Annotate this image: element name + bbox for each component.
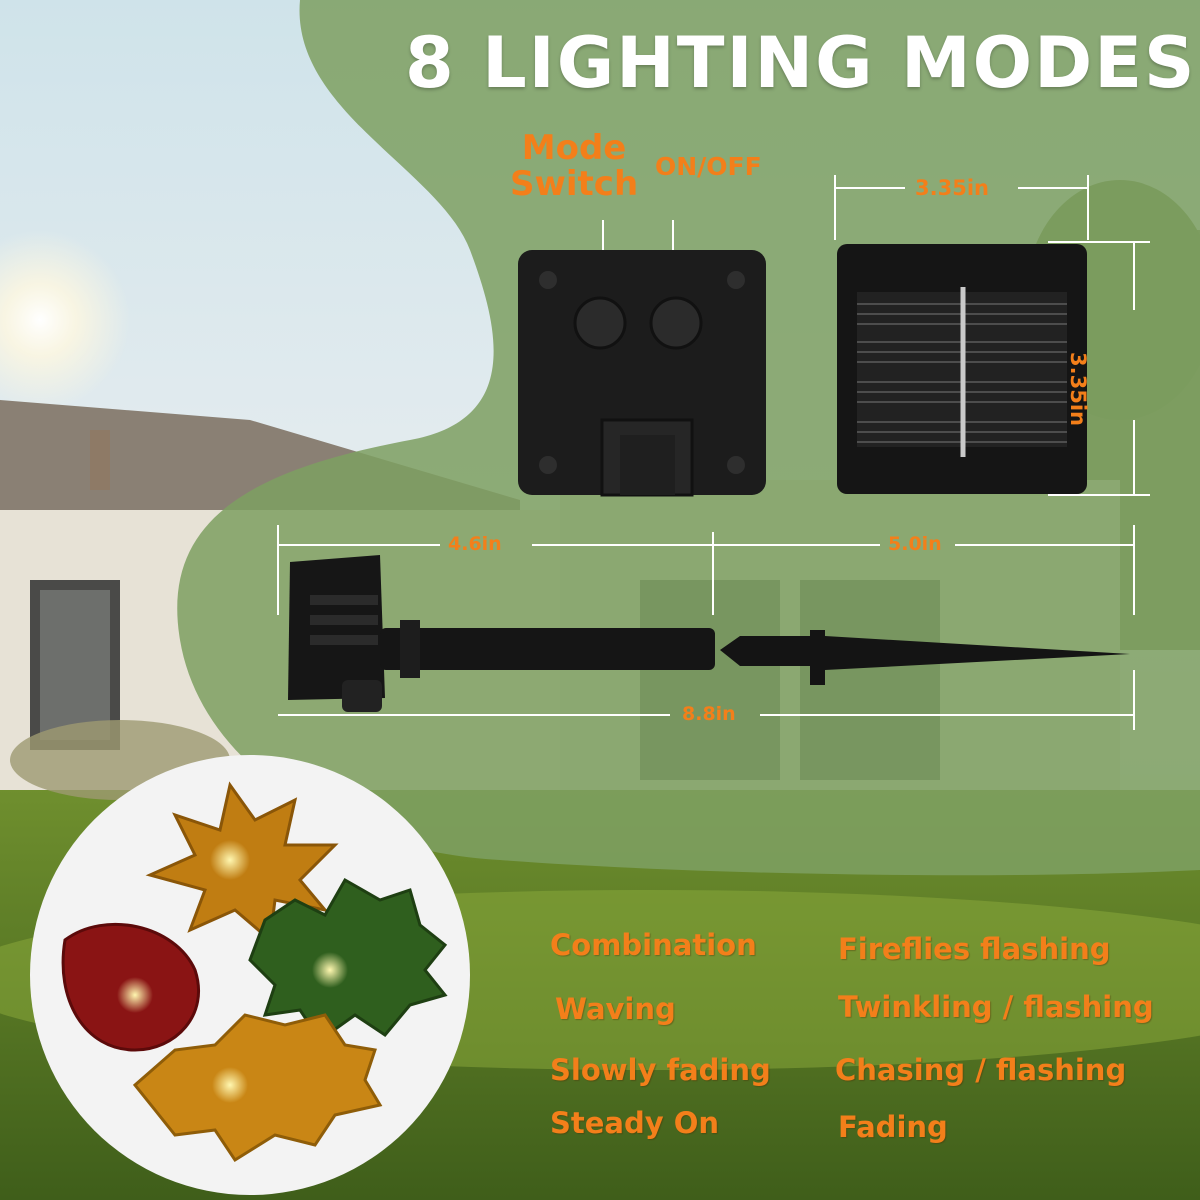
ground-stake-icon — [288, 555, 1130, 712]
mode-item-slowly-fading: Slowly fading — [550, 1053, 771, 1087]
solar-panel-icon — [837, 244, 1087, 494]
panel-height-label: 3.35in — [1066, 352, 1090, 426]
power-label: ON/OFF — [655, 152, 762, 181]
mode-item-twinkling-flashing: Twinkling / flashing — [838, 990, 1154, 1024]
mode-item-waving: Waving — [555, 992, 676, 1026]
stake-lower-label: 5.0in — [888, 533, 942, 555]
controller-box-icon — [518, 220, 766, 497]
mode-item-fading: Fading — [838, 1110, 948, 1144]
maple-leaf-light-icon — [132, 1013, 383, 1163]
stake-upper-label: 4.6in — [448, 533, 502, 555]
power-button — [649, 296, 703, 350]
mode-switch-label-line1: Mode — [521, 128, 627, 168]
mode-switch-label: Mode Switch — [510, 130, 638, 202]
mode-switch-label-line2: Switch — [510, 164, 639, 204]
maple-leaf-light-icon — [248, 877, 448, 1043]
mode-item-combination: Combination — [550, 928, 757, 962]
mode-item-steady-on: Steady On — [550, 1106, 720, 1140]
page-title: 8 LIGHTING MODES — [405, 22, 1197, 104]
mode-item-chasing-flashing: Chasing / flashing — [835, 1053, 1127, 1087]
mode-item-fireflies-flashing: Fireflies flashing — [838, 932, 1111, 966]
stake-total-label: 8.8in — [682, 703, 736, 725]
mode-switch-button — [573, 296, 627, 350]
leaf-lights-illustration — [30, 755, 470, 1195]
panel-width-label: 3.35in — [915, 176, 989, 200]
